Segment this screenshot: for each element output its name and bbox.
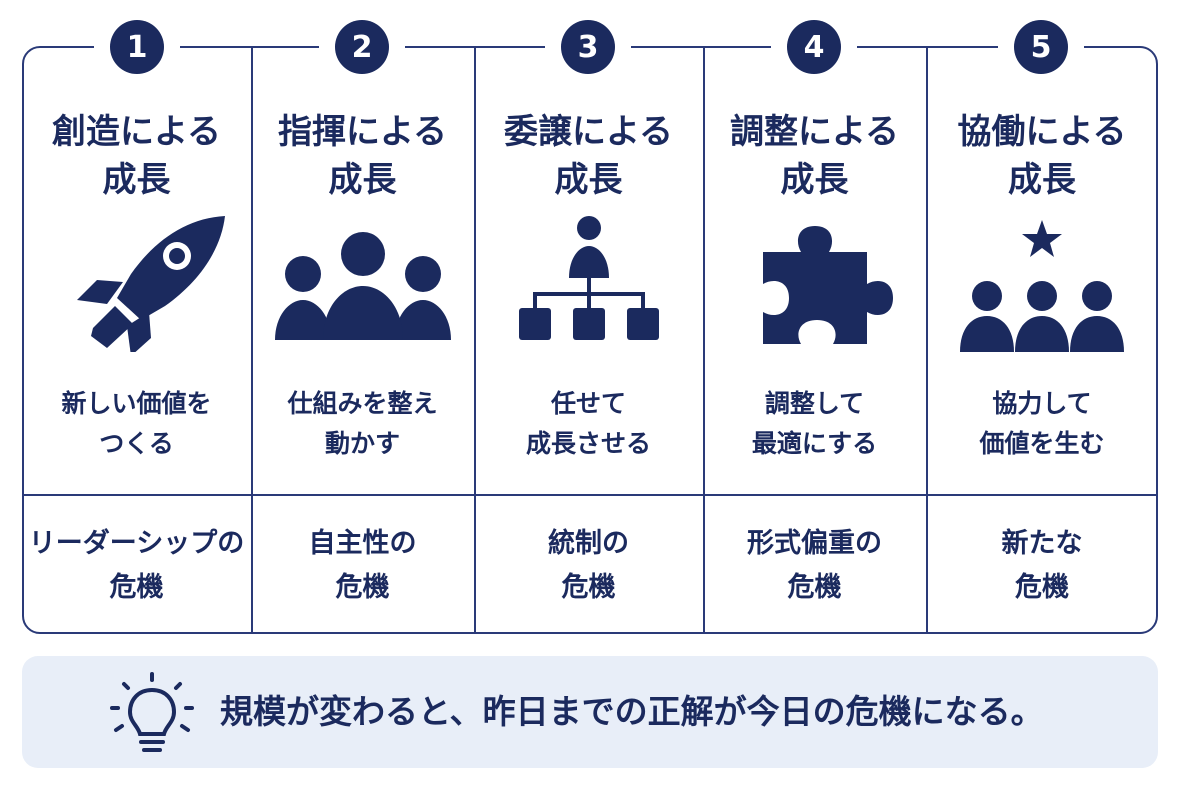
row-divider	[22, 494, 1158, 496]
stage-number-badge: 5	[1014, 20, 1068, 74]
puzzle-piece-icon	[715, 212, 915, 352]
org-chart-icon	[489, 212, 689, 352]
stage-column-5: 5 協働による 成長 協力して 価値を生む 新たな 危機	[926, 0, 1158, 640]
stage-description: 協力して 価値を生む	[979, 389, 1105, 458]
stage-column-1: 1 創造による 成長 新しい価値を つくる リーダーシップの 危機	[22, 0, 251, 640]
group-icon	[263, 212, 463, 352]
summary-text: 規模が変わると、昨日までの正解が今日の危機になる。	[220, 692, 1044, 731]
stage-description: 任せて 成長させる	[525, 389, 651, 458]
stage-number-badge: 3	[561, 20, 615, 74]
stage-title: 委譲による 成長	[504, 112, 673, 200]
stage-title: 指揮による 成長	[278, 112, 447, 200]
column-divider	[703, 46, 705, 634]
stage-crisis: リーダーシップの 危機	[28, 528, 245, 603]
stage-crisis: 形式偏重の 危機	[747, 528, 882, 603]
stage-title: 調整による 成長	[730, 112, 899, 200]
column-divider	[474, 46, 476, 634]
stage-column-4: 4 調整による 成長 調整して 最適にする 形式偏重の 危機	[703, 0, 926, 640]
stage-crisis: 新たな 危機	[1001, 528, 1083, 603]
stage-number-badge: 1	[110, 20, 164, 74]
lightbulb-icon	[106, 668, 198, 760]
team-star-icon	[942, 212, 1142, 352]
stage-description: 新しい価値を つくる	[61, 389, 212, 458]
stage-number-badge: 4	[787, 20, 841, 74]
stage-description: 調整して 最適にする	[751, 389, 878, 458]
rocket-icon	[37, 212, 237, 352]
column-divider	[926, 46, 928, 634]
stage-description: 仕組みを整え 動かす	[287, 389, 438, 458]
stage-crisis: 統制の 危機	[548, 528, 629, 603]
stage-column-3: 3 委譲による 成長 任せて 成長させる 統制の 危機	[474, 0, 703, 640]
stage-title: 協働による 成長	[957, 112, 1127, 200]
column-divider	[251, 46, 253, 634]
stage-column-2: 2 指揮による 成長 仕組みを整え 動かす 自主性の 危機	[251, 0, 474, 640]
stage-number-badge: 2	[335, 20, 389, 74]
summary-banner: 規模が変わると、昨日までの正解が今日の危機になる。	[22, 656, 1158, 768]
stage-title: 創造による 成長	[52, 112, 221, 200]
stage-crisis: 自主性の 危機	[308, 528, 417, 603]
